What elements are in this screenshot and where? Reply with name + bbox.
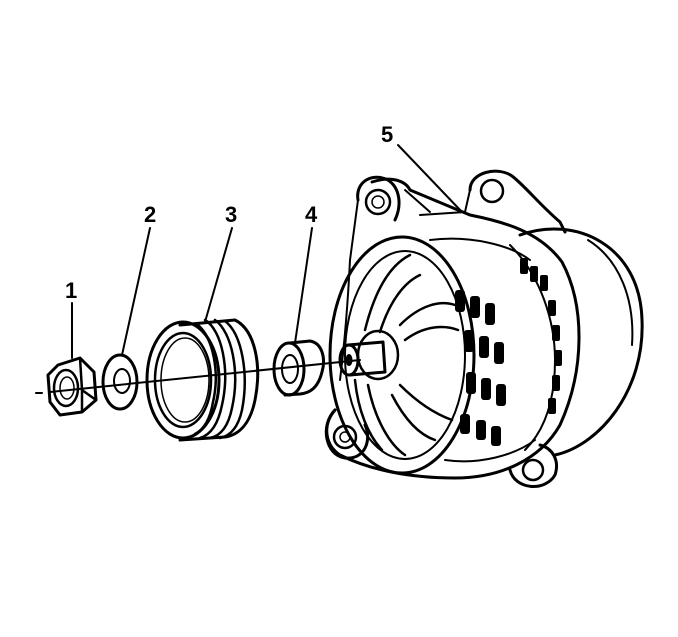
callout-5: 5: [381, 122, 393, 147]
leader-2: [121, 227, 151, 356]
washer: [101, 353, 139, 411]
shaft: [338, 340, 387, 377]
nut: [46, 356, 98, 417]
leader-3: [204, 227, 233, 323]
leader-5: [397, 144, 463, 213]
callout-4: 4: [305, 202, 318, 227]
callout-3: 3: [225, 202, 237, 227]
spacer: [272, 339, 325, 397]
housing-vent-slots: [455, 258, 562, 446]
callout-1: 1: [65, 278, 77, 303]
leader-4: [294, 227, 313, 344]
pulley: [145, 318, 260, 442]
alternator: [324, 169, 644, 488]
shaft-axis-line: [35, 359, 361, 394]
leader-lines: [71, 144, 463, 359]
callouts: 1 2 3 4 5: [65, 122, 393, 303]
callout-2: 2: [144, 202, 156, 227]
